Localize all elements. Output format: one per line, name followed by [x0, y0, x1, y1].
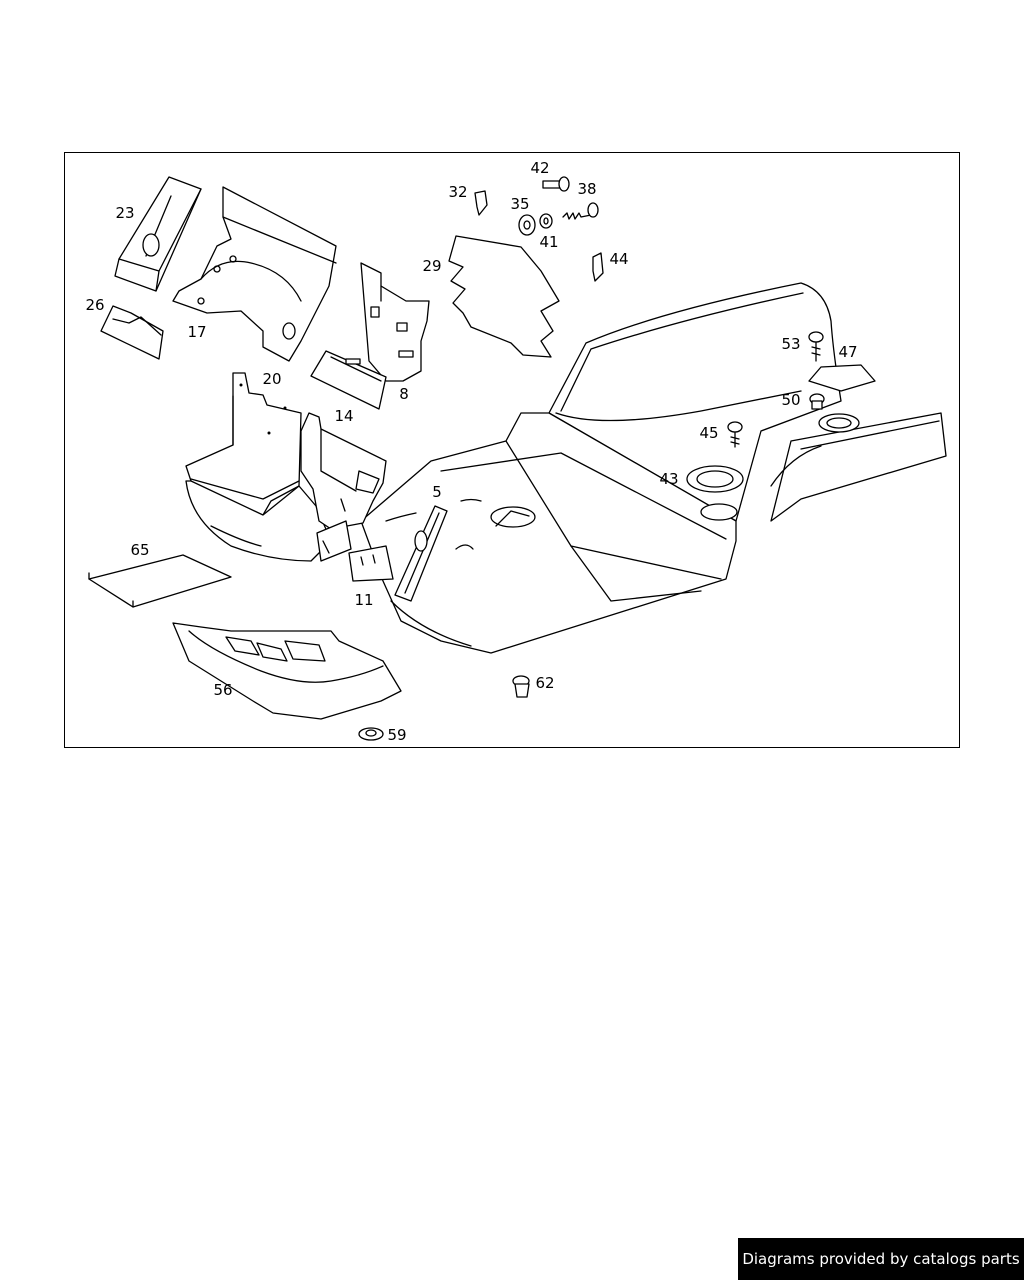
callout-23: 23: [115, 204, 134, 222]
part-56-shield: [172, 622, 402, 720]
part-5-reinforcement: [394, 505, 448, 602]
part-29-mat: [448, 235, 560, 358]
part-8-bracket: [310, 262, 430, 410]
callout-42: 42: [530, 159, 549, 177]
callout-44: 44: [609, 250, 628, 268]
callout-38: 38: [577, 180, 596, 198]
callout-65: 65: [130, 541, 149, 559]
callout-50: 50: [781, 391, 800, 409]
part-11-bracket: [348, 545, 394, 582]
callout-11: 11: [354, 591, 373, 609]
fastener-41-washer: [539, 213, 553, 229]
callout-62: 62: [535, 674, 554, 692]
callout-14: 14: [334, 407, 353, 425]
callout-45: 45: [699, 424, 718, 442]
part-62-clip: [512, 675, 530, 698]
part-20-bulkhead: [185, 372, 332, 562]
fastener-45-screw: [727, 421, 743, 448]
callout-29: 29: [422, 257, 441, 275]
part-14-bulkhead: [300, 412, 387, 562]
part-59-plug: [358, 727, 384, 741]
fastener-53-screw: [808, 331, 824, 362]
callout-labels: 23 26 17 20 14 8 29 32 42 35 38 41 44 53…: [85, 159, 857, 744]
fastener-38-screw: [562, 202, 599, 220]
callout-41: 41: [539, 233, 558, 251]
fastener-42-bolt: [542, 176, 570, 192]
floor-pan-exploded-diagram: 23 26 17 20 14 8 29 32 42 35 38 41 44 53…: [85, 159, 947, 744]
callout-59: 59: [387, 726, 406, 744]
part-26-pad: [100, 305, 164, 360]
part-65-pad: [88, 554, 232, 608]
callout-56: 56: [213, 681, 232, 699]
grommet-43: [686, 465, 744, 493]
callout-32: 32: [448, 183, 467, 201]
footer-credit-banner: Diagrams provided by catalogs parts: [738, 1238, 1024, 1280]
callout-20: 20: [262, 370, 281, 388]
footer-credit-text: Diagrams provided by catalogs parts: [742, 1250, 1020, 1268]
callout-26: 26: [85, 296, 104, 314]
fastener-50-nut: [809, 393, 825, 410]
part-23-pad: [114, 176, 202, 292]
callout-5: 5: [432, 483, 442, 501]
fastener-32: [474, 190, 488, 216]
fastener-44: [592, 252, 604, 282]
cover-47: [808, 364, 876, 392]
fastener-35-washer: [518, 214, 536, 236]
callout-43: 43: [659, 470, 678, 488]
callout-17: 17: [187, 323, 206, 341]
callout-8: 8: [399, 385, 409, 403]
callout-53: 53: [781, 335, 800, 353]
parts-diagram-frame: 23 26 17 20 14 8 29 32 42 35 38 41 44 53…: [64, 152, 960, 748]
floor-pan: [360, 282, 947, 654]
part-17-insulation: [172, 186, 337, 362]
callout-35: 35: [510, 195, 529, 213]
callout-47: 47: [838, 343, 857, 361]
